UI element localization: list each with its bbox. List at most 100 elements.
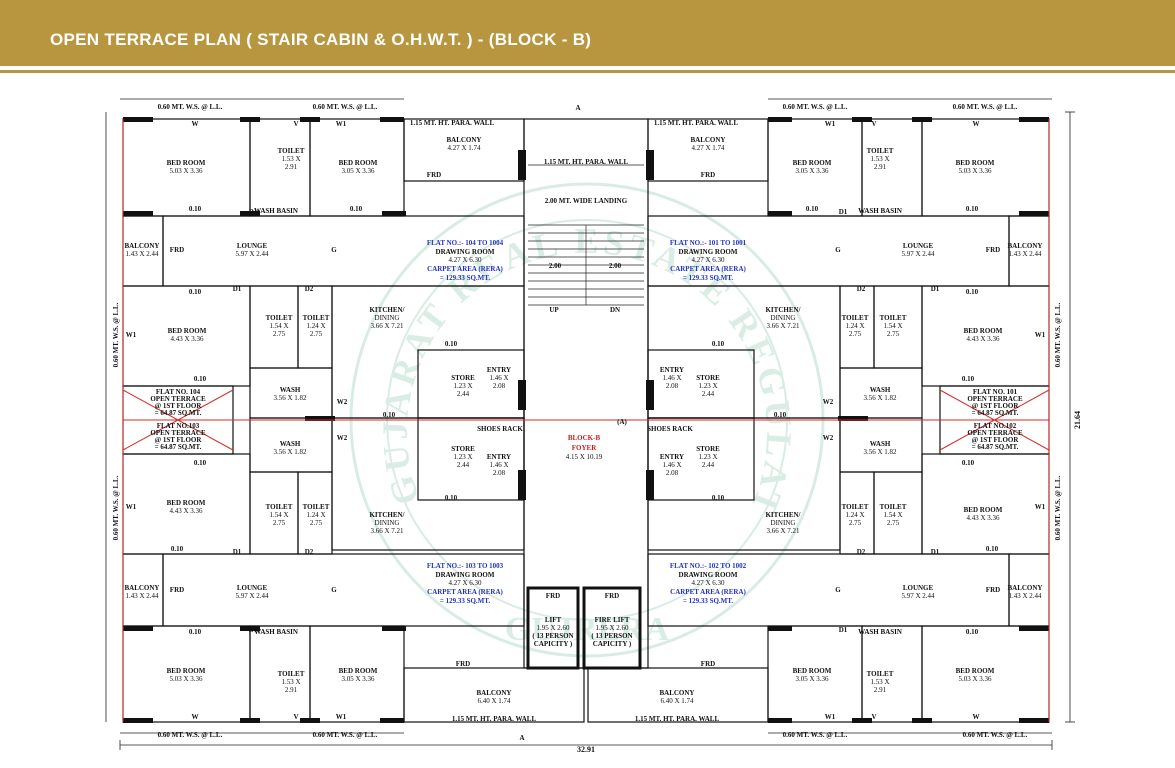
lounge-104-line-0: LOUNGE <box>237 242 268 250</box>
balcony-side-102-line-0: BALCONY <box>1007 584 1042 592</box>
plan-tag-9: FRD <box>170 586 184 594</box>
terrace-101-label: OPEN TERRACE <box>967 395 1023 403</box>
kitchen-102-line-0: KITCHEN/ <box>765 511 801 519</box>
plan-tag-12: FRD <box>701 660 715 668</box>
plan-tag-7: FRD <box>170 246 184 254</box>
plan-tag-17: W <box>192 120 199 128</box>
terrace-103: FLAT NO.103 OPEN TERRACE @ 1ST FLOOR = 6… <box>150 422 206 451</box>
flat-101-drawing-size: 4.27 X 6.30 <box>691 256 725 264</box>
flat-101-number: FLAT NO.:- 101 TO 1001 <box>670 239 747 247</box>
ws-label-tr2: 0.60 MT. W.S. @ L.L. <box>953 103 1018 111</box>
plan-tag-61: 0.10 <box>194 375 207 383</box>
terrace-102-flat: FLAT NO.102 <box>974 422 1017 430</box>
balcony-side-103-line-1: 1.43 X 2.44 <box>125 592 159 600</box>
plan-tag-26: W1 <box>126 503 137 511</box>
flat-104-carpet: CARPET AREA (RERA) <box>427 265 503 273</box>
title-banner <box>0 0 1175 66</box>
dimension-lines <box>105 98 1075 750</box>
plan-tag-8: FRD <box>986 246 1000 254</box>
plan-tag-68: 0.10 <box>966 628 979 636</box>
terrace-102-label: OPEN TERRACE <box>967 429 1023 437</box>
block-label: BLOCK-B <box>568 434 601 442</box>
toilet-101-b-line-2: 2.75 <box>849 330 862 338</box>
ws-label-br1: 0.60 MT. W.S. @ L.L. <box>783 731 848 739</box>
plan-tag-58: 0.10 <box>966 205 979 213</box>
plan-tag-49: WASH BASIN <box>254 207 298 215</box>
flat-104-carpet-val: = 129.33 SQ.MT. <box>440 274 491 282</box>
store-104-line-1: 1.23 X <box>453 382 472 390</box>
flat-102-label: FLAT NO.:- 102 TO 1002 DRAWING ROOM 4.27… <box>670 562 747 605</box>
toilet-101-c-line-0: TOILET <box>880 314 907 322</box>
ws-label-tl2: 0.60 MT. W.S. @ L.L. <box>313 103 378 111</box>
plan-tag-63: 0.10 <box>194 459 207 467</box>
plan-tag-31: W2 <box>823 398 834 406</box>
balcony-side-101-line-1: 1.43 X 2.44 <box>1008 250 1042 258</box>
plan-tag-6: FRD <box>701 171 715 179</box>
kitchen-103-line-1: DINING <box>375 519 400 527</box>
entry-102-line-2: 2.08 <box>666 469 679 477</box>
terrace-104: FLAT NO. 104 OPEN TERRACE @ 1ST FLOOR = … <box>150 388 206 417</box>
plan-tag-32: W2 <box>823 434 834 442</box>
lift-label: LIFT <box>545 616 562 624</box>
plan-tag-72: 0.10 <box>712 340 725 348</box>
entry-104-line-1: 1.46 X <box>489 374 508 382</box>
kitchen-102-line-2: 3.66 X 7.21 <box>766 527 800 535</box>
flat-101-carpet: CARPET AREA (RERA) <box>670 265 746 273</box>
plan-tag-59: 0.10 <box>189 288 202 296</box>
kitchen-104-line-0: KITCHEN/ <box>369 306 405 314</box>
store-103-line-0: STORE <box>451 445 475 453</box>
toilet-101-b-line-1: 1.24 X <box>845 322 864 330</box>
plan-tag-46: V <box>871 120 876 128</box>
plan-tag-1: 1.15 MT. HT. PARA. WALL <box>654 119 739 127</box>
stair-width-right: 2.00 <box>609 262 622 270</box>
store-102-line-0: STORE <box>696 445 720 453</box>
toilet-104-b-line-1: 1.54 X <box>269 322 288 330</box>
terrace-101-area: = 64.87 SQ.MT. <box>972 409 1019 417</box>
entry-103-line-0: ENTRY <box>487 453 511 461</box>
banner-divider <box>0 66 1175 71</box>
lounge-101-line-0: LOUNGE <box>903 242 934 250</box>
terrace-103-label: OPEN TERRACE <box>150 429 206 437</box>
entry-101-line-1: 1.46 X <box>662 374 681 382</box>
lift-capacity: ( 13 PERSON <box>532 632 573 640</box>
bed-room-102-a-line-1: 5.03 X 3.36 <box>958 675 992 683</box>
store-104-line-0: STORE <box>451 374 475 382</box>
bed-room-103-a-line-1: 5.03 X 3.36 <box>169 675 203 683</box>
section-a-bottom: A <box>519 734 524 742</box>
plan-tag-37: D1 <box>233 548 242 556</box>
plan-tag-13: G <box>331 246 337 254</box>
wash-102-line-0: WASH <box>870 440 891 448</box>
plan-tag-57: 0.10 <box>806 205 819 213</box>
bed-room-101-a-line-0: BED ROOM <box>956 159 995 167</box>
flat-104-label: FLAT NO.:- 104 TO 1004 DRAWING ROOM 4.27… <box>427 239 504 282</box>
plan-tag-60: 0.10 <box>966 288 979 296</box>
wash-102-line-1: 3.56 X 1.82 <box>863 448 897 456</box>
terrace-103-floor: @ 1ST FLOOR <box>155 436 203 444</box>
plan-tag-34: D1 <box>839 208 848 216</box>
plan-tag-52: WASH BASIN <box>858 628 902 636</box>
ws-label-right2: 0.60 MT. W.S. @ L.L. <box>1054 475 1062 540</box>
ws-label-br2: 0.60 MT. W.S. @ L.L. <box>963 731 1028 739</box>
plan-tag-11: FRD <box>456 660 470 668</box>
lounge-104-line-1: 5.97 X 2.44 <box>235 250 269 258</box>
foyer-size: 4.15 X 10.19 <box>566 453 603 461</box>
ws-label-left2: 0.60 MT. W.S. @ L.L. <box>112 475 120 540</box>
balcony-side-102-line-1: 1.43 X 2.44 <box>1008 592 1042 600</box>
flat-103-number: FLAT NO.:- 103 TO 1003 <box>427 562 504 570</box>
